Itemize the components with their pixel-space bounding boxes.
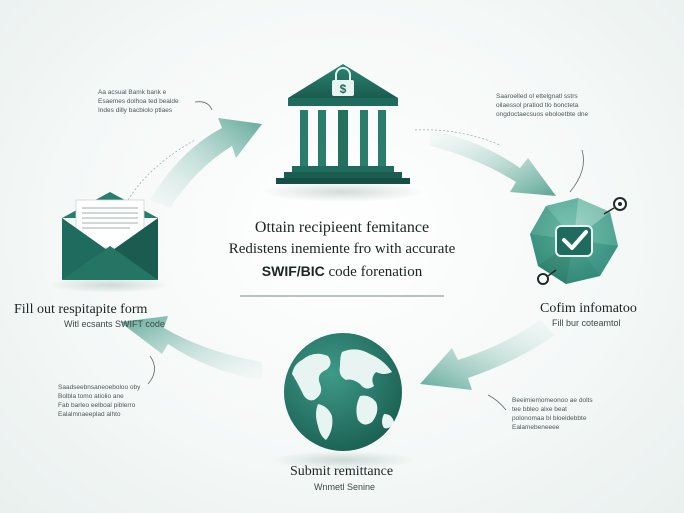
step-fill-title: Fill out respitapite form [14, 302, 148, 317]
connector-line [569, 149, 584, 193]
flow-arrow-bottom-to-left [120, 316, 262, 380]
swift-code-label: SWIF/BIC [261, 263, 325, 279]
note-bottom-right: Beeimiemomeonoo ae dolts tee bbleo alxe … [512, 397, 593, 431]
link-node-icon [537, 197, 627, 285]
center-line-2: Redistens inemiente fro with accurate [228, 241, 456, 257]
step-confirm-title: Cofim infomatoo [540, 301, 637, 316]
checkmark-badge-icon [530, 197, 627, 285]
center-title: Ottain recipieent femitance [254, 219, 430, 236]
center-line-3: SWIF/BIC code forenation [192, 262, 492, 282]
lock-dollar-icon: $ [332, 67, 354, 96]
center-line-3-rest: code forenation [324, 264, 423, 280]
note-top-left: Aa acsual Bamk bank e Esaemes dolhoa ted… [98, 89, 179, 114]
connector-line [487, 394, 507, 411]
note-bottom-left: Saadseebnsaneoeboloo oby Bolbla tomo ati… [58, 384, 141, 418]
center-description: Ottain recipieent femitance Redistens in… [192, 218, 492, 282]
step-submit-subtitle: Wnmetl Senine [314, 482, 376, 492]
globe-icon [271, 333, 415, 469]
step-submit-title: Submit remittance [290, 464, 394, 479]
flow-arrow-top-to-right [430, 130, 556, 196]
connector-line [414, 129, 501, 146]
note-top-right: Saaroelled ol ettelgnatl sstrs oilaessol… [496, 93, 589, 118]
connector-line [194, 101, 213, 111]
flow-arrow-right-to-bottom [420, 320, 555, 390]
flow-arrow-left-to-top [150, 118, 262, 208]
step-fill-subtitle: Witl ecsants SWIFT code [64, 319, 165, 329]
bank-icon: $ [263, 64, 423, 202]
step-confirm-subtitle: Fill bur coteamtol [552, 318, 621, 328]
svg-text:$: $ [340, 82, 347, 96]
connector-line [127, 139, 196, 201]
connector-line [147, 355, 155, 385]
envelope-icon [50, 192, 170, 293]
